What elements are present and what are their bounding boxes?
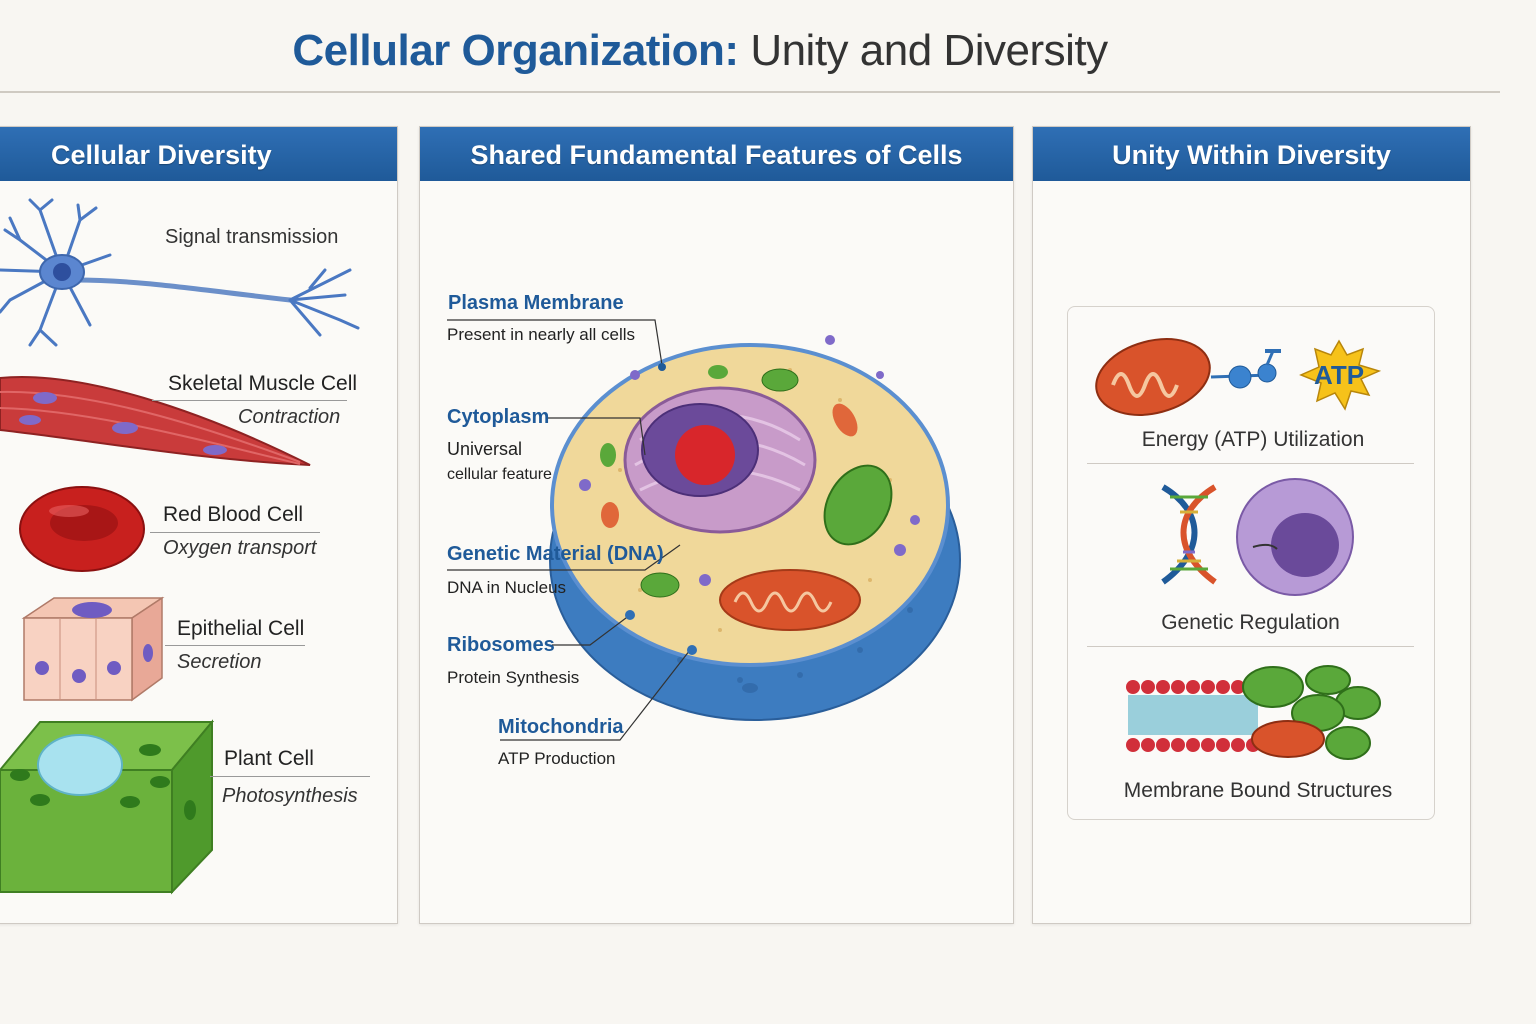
red-blood-cell-icon xyxy=(19,486,145,572)
feature-membrane-label: Membrane Bound Structures xyxy=(1123,779,1393,802)
desc-mitochondria: ATP Production xyxy=(498,749,616,768)
atp-badge: ATP xyxy=(1314,360,1365,390)
membrane-organelles-icon xyxy=(1126,665,1381,760)
epithelial-function: Secretion xyxy=(177,651,262,673)
panel-heading: Unity Within Diversity xyxy=(1033,127,1470,181)
plant-cell-name: Plant Cell xyxy=(224,747,314,770)
desc-plasma-membrane: Present in nearly all cells xyxy=(447,325,636,344)
muscle-cell-name: Skeletal Muscle Cell xyxy=(168,372,358,395)
label-ribosomes: Ribosomes xyxy=(447,634,555,656)
neuron-function: Signal transmission xyxy=(165,226,339,248)
mitochondria-atp-icon xyxy=(1095,338,1382,416)
muscle-cell-function: Contraction xyxy=(238,406,341,428)
title-rest: Unity and Diversity xyxy=(750,26,1108,75)
feature-energy-label: Energy (ATP) Utilization xyxy=(1141,428,1365,451)
label-genetic-material: Genetic Material (DNA) xyxy=(447,543,664,565)
page-title: Cellular Organization: Unity and Diversi… xyxy=(0,26,1400,76)
plant-cell-function: Photosynthesis xyxy=(222,785,358,807)
panel-heading: Cellular Diversity xyxy=(0,127,397,181)
neuron-icon xyxy=(0,198,360,347)
rbc-name: Red Blood Cell xyxy=(163,503,304,526)
epithelial-name: Epithelial Cell xyxy=(177,617,305,640)
dna-nucleus-icon xyxy=(1161,478,1354,596)
title-divider xyxy=(0,91,1500,93)
feature-genetic-label: Genetic Regulation xyxy=(1161,611,1340,634)
title-strong: Cellular Organization: xyxy=(292,26,739,75)
animal-cell-icon xyxy=(549,335,961,721)
label-plasma-membrane: Plasma Membrane xyxy=(448,292,624,314)
panel-heading: Shared Fundamental Features of Cells xyxy=(420,127,1013,181)
rbc-function: Oxygen transport xyxy=(163,537,317,559)
desc-genetic-material: DNA in Nucleus xyxy=(447,578,567,597)
label-mitochondria: Mitochondria xyxy=(498,716,624,738)
desc-cytoplasm-2: cellular feature xyxy=(447,466,552,483)
desc-ribosomes: Protein Synthesis xyxy=(447,668,580,687)
plant-cell-icon xyxy=(0,719,215,895)
desc-cytoplasm-1: Universal xyxy=(447,439,523,459)
epithelial-cell-icon xyxy=(21,596,165,702)
muscle-cell-icon xyxy=(0,376,311,466)
label-cytoplasm: Cytoplasm xyxy=(447,406,550,428)
